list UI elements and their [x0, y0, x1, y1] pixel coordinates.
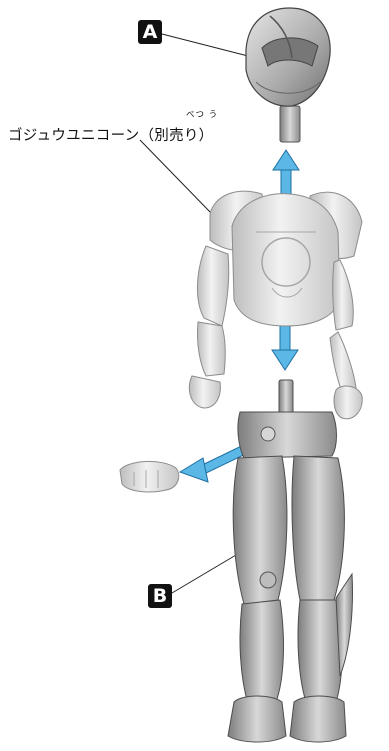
caption-note: （別売り）: [139, 128, 213, 144]
caption-name: ゴジュウユニコーン: [8, 128, 139, 144]
arrow-down-icon: [272, 322, 298, 370]
head-part: [246, 8, 330, 142]
upper-body-part: [189, 191, 362, 419]
lower-body-part: [228, 380, 353, 742]
hand-part: [120, 461, 179, 492]
part-label-a: A: [138, 20, 162, 44]
leader-line-body: [140, 140, 212, 214]
leader-line-a: [162, 34, 248, 56]
leader-line-b: [172, 555, 236, 593]
caption-reading: べつ う: [186, 108, 218, 120]
caption: ゴジュウユニコーン（別売り）: [8, 124, 213, 145]
part-label-b: B: [148, 584, 172, 608]
